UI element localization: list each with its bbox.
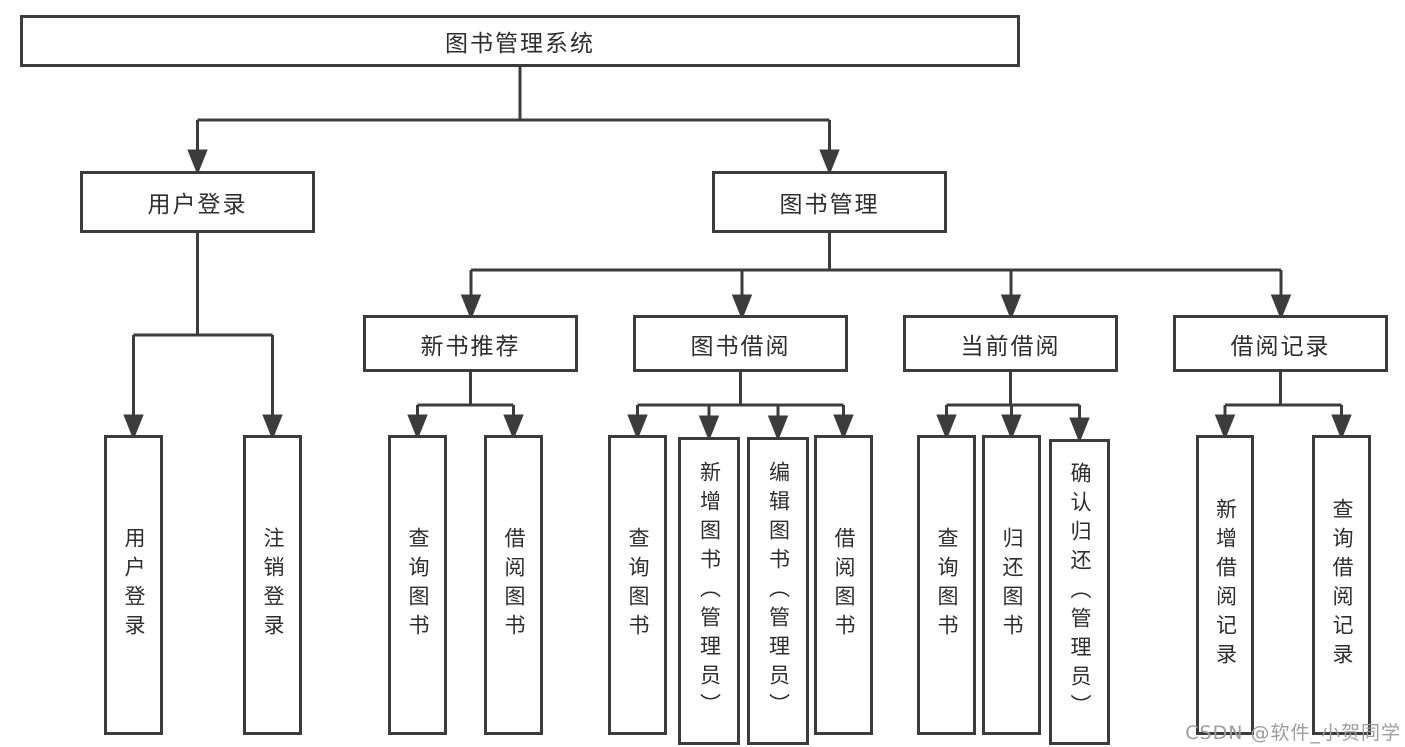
leaf-cb-search-book: 查询图书 <box>917 435 976 735</box>
leaf-rec-borrow-book-label: 借阅图书 <box>502 527 526 643</box>
node-root: 图书管理系统 <box>20 15 1020 67</box>
leaf-bb-edit-book: 编辑图书（管理员） <box>747 437 809 745</box>
leaf-rec-search-book-label: 查询图书 <box>406 527 430 643</box>
node-book-mgmt-label: 图书管理 <box>779 192 880 218</box>
connector-new-book-rec-children <box>407 372 524 441</box>
leaf-rec-search-book: 查询图书 <box>388 435 447 735</box>
leaf-cb-return-book-label: 归还图书 <box>1000 527 1024 643</box>
node-current-borrow-label: 当前借阅 <box>960 333 1061 360</box>
connector-borrow-record-children <box>1214 372 1352 441</box>
connector-book-borrow-children <box>627 372 854 442</box>
leaf-br-search-record: 查询借阅记录 <box>1312 435 1371 735</box>
node-user-login: 用户登录 <box>80 171 315 233</box>
node-new-book-rec: 新书推荐 <box>363 315 578 372</box>
leaf-user-login-label: 用户登录 <box>122 527 146 643</box>
leaf-cb-return-book: 归还图书 <box>982 435 1041 735</box>
leaf-bb-add-book: 新增图书（管理员） <box>678 437 740 745</box>
leaf-bb-search-book-label: 查询图书 <box>626 527 650 643</box>
leaf-rec-borrow-book: 借阅图书 <box>484 435 543 735</box>
leaf-bb-edit-book-label: 编辑图书（管理员） <box>766 460 791 722</box>
csdn-watermark: CSDN @软件_小贺同学 <box>1185 722 1401 744</box>
node-root-label: 图书管理系统 <box>445 31 595 57</box>
leaf-cb-confirm-return-label: 确认归还（管理员） <box>1068 461 1092 723</box>
leaf-br-add-record: 新增借阅记录 <box>1196 435 1254 735</box>
leaf-br-search-record-label: 查询借阅记录 <box>1330 498 1354 672</box>
connector-user-login-children <box>123 233 283 441</box>
node-borrow-record: 借阅记录 <box>1173 315 1388 372</box>
connector-root-to-level2 <box>187 67 840 176</box>
leaf-logout-label: 注销登录 <box>261 527 285 643</box>
connector-book-mgmt-children <box>460 233 1292 321</box>
leaf-logout: 注销登录 <box>243 435 302 735</box>
leaf-bb-add-book-label: 新增图书（管理员） <box>697 460 722 722</box>
node-borrow-record-label: 借阅记录 <box>1230 333 1331 360</box>
leaf-bb-borrow-book: 借阅图书 <box>814 435 873 735</box>
node-user-login-label: 用户登录 <box>147 192 248 218</box>
node-book-borrow-label: 图书借阅 <box>690 333 791 360</box>
leaf-cb-confirm-return: 确认归还（管理员） <box>1049 439 1110 745</box>
node-new-book-rec-label: 新书推荐 <box>420 333 521 360</box>
leaf-user-login: 用户登录 <box>104 435 163 735</box>
leaf-bb-borrow-book-label: 借阅图书 <box>832 527 856 643</box>
leaf-bb-search-book: 查询图书 <box>608 435 667 735</box>
leaf-cb-search-book-label: 查询图书 <box>935 527 959 643</box>
node-current-borrow: 当前借阅 <box>903 315 1118 372</box>
node-book-borrow: 图书借阅 <box>633 315 848 372</box>
connector-current-borrow-children <box>936 372 1090 444</box>
node-book-mgmt: 图书管理 <box>712 171 947 233</box>
leaf-br-add-record-label: 新增借阅记录 <box>1213 498 1238 672</box>
